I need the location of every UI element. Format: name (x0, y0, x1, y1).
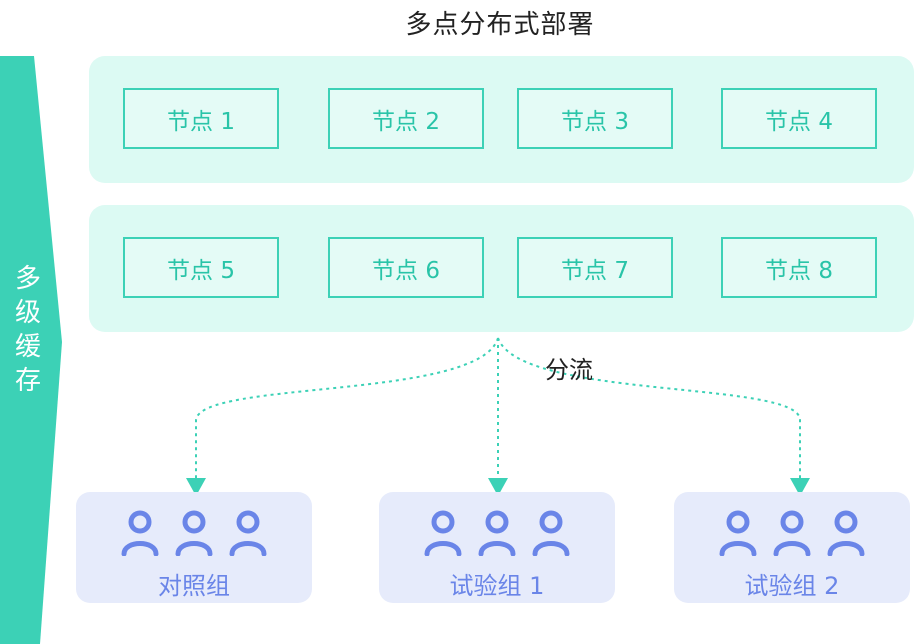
diagram-title: 多点分布式部署 (405, 10, 595, 40)
node-box[interactable]: 节点 4 (721, 88, 877, 149)
arrowhead-right (790, 478, 810, 496)
user-icon (120, 510, 160, 556)
group-label: 试验组 2 (744, 572, 840, 600)
node-box[interactable]: 节点 7 (517, 237, 673, 298)
user-icon (477, 510, 517, 556)
group-label: 试验组 1 (449, 572, 545, 600)
connector-right (497, 337, 801, 480)
node-box[interactable]: 节点 8 (721, 237, 877, 298)
multi-level-cache-band (0, 56, 62, 644)
user-icon (423, 510, 463, 556)
arrowhead-middle (488, 478, 508, 496)
node-box[interactable]: 节点 6 (328, 237, 484, 298)
user-icon (772, 510, 812, 556)
node-box[interactable]: 节点 1 (123, 88, 279, 149)
user-icon (826, 510, 866, 556)
side-label-char: 多 (14, 264, 41, 294)
side-label-char: 缓 (14, 332, 41, 362)
group-label: 对照组 (158, 572, 230, 600)
side-label-char: 级 (14, 298, 41, 328)
group-control[interactable]: 对照组 (76, 492, 312, 603)
group-user-icons (379, 510, 615, 556)
user-icon (174, 510, 214, 556)
connector-left (195, 337, 499, 480)
side-label-char: 存 (14, 366, 41, 396)
arrowhead-left (186, 478, 206, 496)
user-icon (718, 510, 758, 556)
group-user-icons (76, 510, 312, 556)
group-experiment-2[interactable]: 试验组 2 (674, 492, 910, 603)
node-box[interactable]: 节点 5 (123, 237, 279, 298)
multi-level-cache-label: 多 级 缓 存 (8, 262, 48, 398)
node-row-1: 节点 1 节点 2 节点 3 节点 4 (89, 56, 914, 183)
node-row-2: 节点 5 节点 6 节点 7 节点 8 (89, 205, 914, 332)
group-experiment-1[interactable]: 试验组 1 (379, 492, 615, 603)
user-icon (228, 510, 268, 556)
flow-label: 分流 (545, 356, 593, 384)
group-user-icons (674, 510, 910, 556)
user-icon (531, 510, 571, 556)
node-box[interactable]: 节点 3 (517, 88, 673, 149)
node-box[interactable]: 节点 2 (328, 88, 484, 149)
